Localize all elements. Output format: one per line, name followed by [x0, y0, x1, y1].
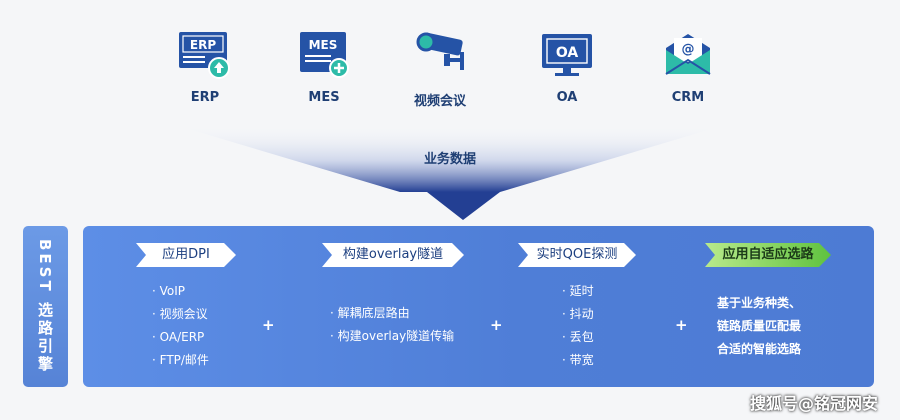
arrow-down-icon: [427, 192, 500, 220]
list-item: · VoIP: [152, 284, 186, 298]
description-line: 合适的智能选路: [717, 342, 802, 356]
step-tag-overlay: 构建overlay隧道: [322, 243, 464, 267]
list-item: · OA/ERP: [152, 330, 205, 344]
camera-icon: [412, 30, 468, 80]
app-mes: MES MES: [279, 30, 369, 105]
list-item: · 丢包: [562, 330, 594, 344]
overlay-list: · 解耦底层路由 · 构建overlay隧道传输: [330, 302, 454, 348]
step-tag-qoe: 实时QOE探测: [518, 243, 636, 267]
app-oa: OA OA: [522, 30, 612, 105]
engine-side-title: BEST 选路引擎: [23, 226, 68, 387]
erp-monitor-icon: ERP: [177, 30, 233, 80]
svg-text:ERP: ERP: [190, 38, 216, 52]
list-item: · 视频会议: [152, 307, 208, 321]
app-label: ERP: [190, 90, 220, 105]
plus-icon: +: [490, 316, 503, 334]
description-line: 链路质量匹配最: [717, 319, 802, 333]
mail-icon: @: [660, 30, 716, 80]
plus-icon: +: [262, 316, 275, 334]
app-label: OA: [556, 90, 578, 105]
watermark: 搜狐号@铭冠网安: [749, 394, 878, 413]
list-item: · 带宽: [562, 353, 594, 367]
plus-icon: +: [675, 316, 688, 334]
list-item: · 延时: [562, 284, 594, 298]
app-video-conference: 视频会议: [395, 30, 485, 109]
app-label: 视频会议: [413, 94, 466, 109]
step-tag-adaptive: 应用自适应选路: [705, 243, 831, 267]
svg-text:@: @: [682, 42, 695, 57]
dpi-list: · VoIP · 视频会议 · OA/ERP · FTP/邮件: [152, 280, 209, 372]
data-flow-funnel: [165, 122, 735, 220]
svg-text:MES: MES: [309, 38, 338, 52]
list-item: · 解耦底层路由: [330, 306, 410, 320]
svg-text:OA: OA: [556, 45, 579, 61]
app-label: CRM: [671, 90, 705, 105]
oa-monitor-icon: OA: [539, 30, 595, 80]
app-label: MES: [308, 90, 340, 105]
list-item: · 抖动: [562, 307, 594, 321]
list-item: · 构建overlay隧道传输: [330, 329, 455, 343]
mes-monitor-icon: MES: [296, 30, 352, 80]
description-line: 基于业务种类、: [717, 296, 802, 310]
engine-title-text: BEST 选路引擎: [36, 239, 54, 374]
step-tag-dpi: 应用DPI: [136, 243, 236, 267]
flow-label: 业务数据: [423, 152, 476, 167]
app-erp: ERP ERP: [160, 30, 250, 105]
app-crm: @ CRM: [643, 30, 733, 105]
qoe-list: · 延时 · 抖动 · 丢包 · 带宽: [562, 280, 594, 372]
adaptive-description: 基于业务种类、 链路质量匹配最 合适的智能选路: [717, 292, 801, 361]
list-item: · FTP/邮件: [152, 353, 209, 367]
